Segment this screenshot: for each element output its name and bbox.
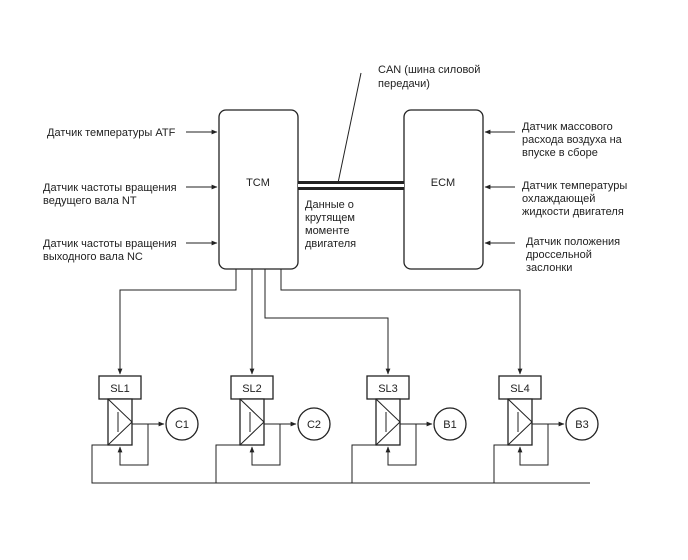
solenoid-label: SL2 bbox=[242, 383, 262, 395]
ecm-input-label: Датчик массового расхода воздуха на впус… bbox=[522, 121, 625, 159]
can-bus-label: CAN (шина силовой передачи) bbox=[378, 64, 484, 90]
solenoid-label: SL1 bbox=[110, 383, 130, 395]
brake-b3-element bbox=[565, 407, 599, 441]
ecm-block: ECM bbox=[403, 109, 484, 270]
tcm-label: TCM bbox=[246, 177, 270, 189]
element-label: C2 bbox=[307, 419, 321, 431]
solenoid-control-lines bbox=[117, 269, 523, 375]
tcm-block: TCM bbox=[218, 109, 299, 270]
tcm-input-nt-speed: Датчик частоты вращения ведущего вала NT bbox=[43, 182, 218, 207]
tcm-input-atf-temp: Датчик температуры ATF bbox=[47, 127, 218, 139]
clutch-c1-element bbox=[165, 407, 199, 441]
solenoid-label: SL4 bbox=[510, 383, 530, 395]
ecm-input-maf: Датчик массового расхода воздуха на впус… bbox=[484, 121, 625, 159]
ecm-input-label: Датчик температуры охлаждающей жидкости … bbox=[522, 180, 630, 218]
ecm-input-coolant-temp: Датчик температуры охлаждающей жидкости … bbox=[484, 180, 630, 218]
solenoid-unit-sl3: SL3 B1 bbox=[351, 375, 467, 483]
solenoid-unit-sl4: SL4 B3 bbox=[493, 375, 599, 483]
brake-b1-element bbox=[433, 407, 467, 441]
solenoid-unit-sl1: SL1 C1 bbox=[98, 375, 199, 466]
tcm-input-label: Датчик частоты вращения выходного вала N… bbox=[43, 238, 180, 263]
hydraulic-return-line bbox=[91, 444, 590, 484]
ecm-label: ECM bbox=[431, 177, 455, 189]
element-label: B3 bbox=[575, 419, 588, 431]
can-bus bbox=[298, 72, 404, 190]
solenoid-unit-sl2: SL2 C2 bbox=[215, 375, 331, 483]
torque-data-label: Данные о крутящем моменте двигателя bbox=[305, 199, 358, 250]
tcm-input-label: Датчик температуры ATF bbox=[47, 127, 176, 139]
tcm-input-label: Датчик частоты вращения ведущего вала NT bbox=[43, 182, 180, 207]
clutch-c2-element bbox=[297, 407, 331, 441]
ecm-input-label: Датчик положения дроссельной заслонки bbox=[526, 236, 623, 274]
solenoid-label: SL3 bbox=[378, 383, 398, 395]
tcm-input-nc-speed: Датчик частоты вращения выходного вала N… bbox=[43, 238, 218, 263]
element-label: B1 bbox=[443, 419, 456, 431]
element-label: C1 bbox=[175, 419, 189, 431]
ecm-input-throttle-position: Датчик положения дроссельной заслонки bbox=[484, 236, 623, 274]
